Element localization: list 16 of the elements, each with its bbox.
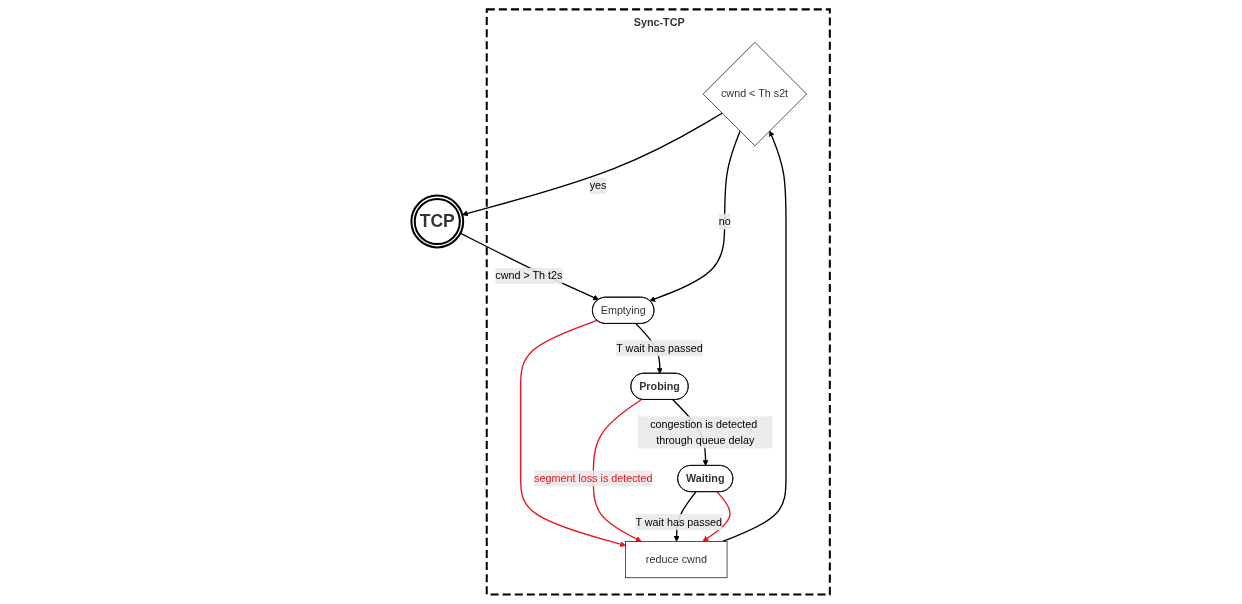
arrow bbox=[462, 112, 724, 217]
edge-label: no bbox=[719, 215, 732, 227]
arrow bbox=[460, 232, 600, 301]
arrow bbox=[722, 130, 788, 543]
node-diamond: cwnd < Th s2t bbox=[703, 42, 808, 147]
arrow bbox=[649, 130, 742, 302]
arrow bbox=[593, 398, 643, 542]
edge-label: T wait has passed bbox=[635, 516, 723, 528]
edge-label: cwnd > Th t2s bbox=[495, 269, 563, 282]
arrow bbox=[520, 319, 627, 547]
arrow bbox=[702, 491, 731, 542]
edge-label: segment loss is detected bbox=[534, 472, 653, 484]
edge-label: T wait has passed bbox=[616, 342, 704, 354]
edge-label: congestion is detected through queue delay bbox=[650, 418, 758, 446]
node-box: reduce cwnd bbox=[625, 541, 728, 579]
edge-label: yes bbox=[590, 180, 607, 192]
